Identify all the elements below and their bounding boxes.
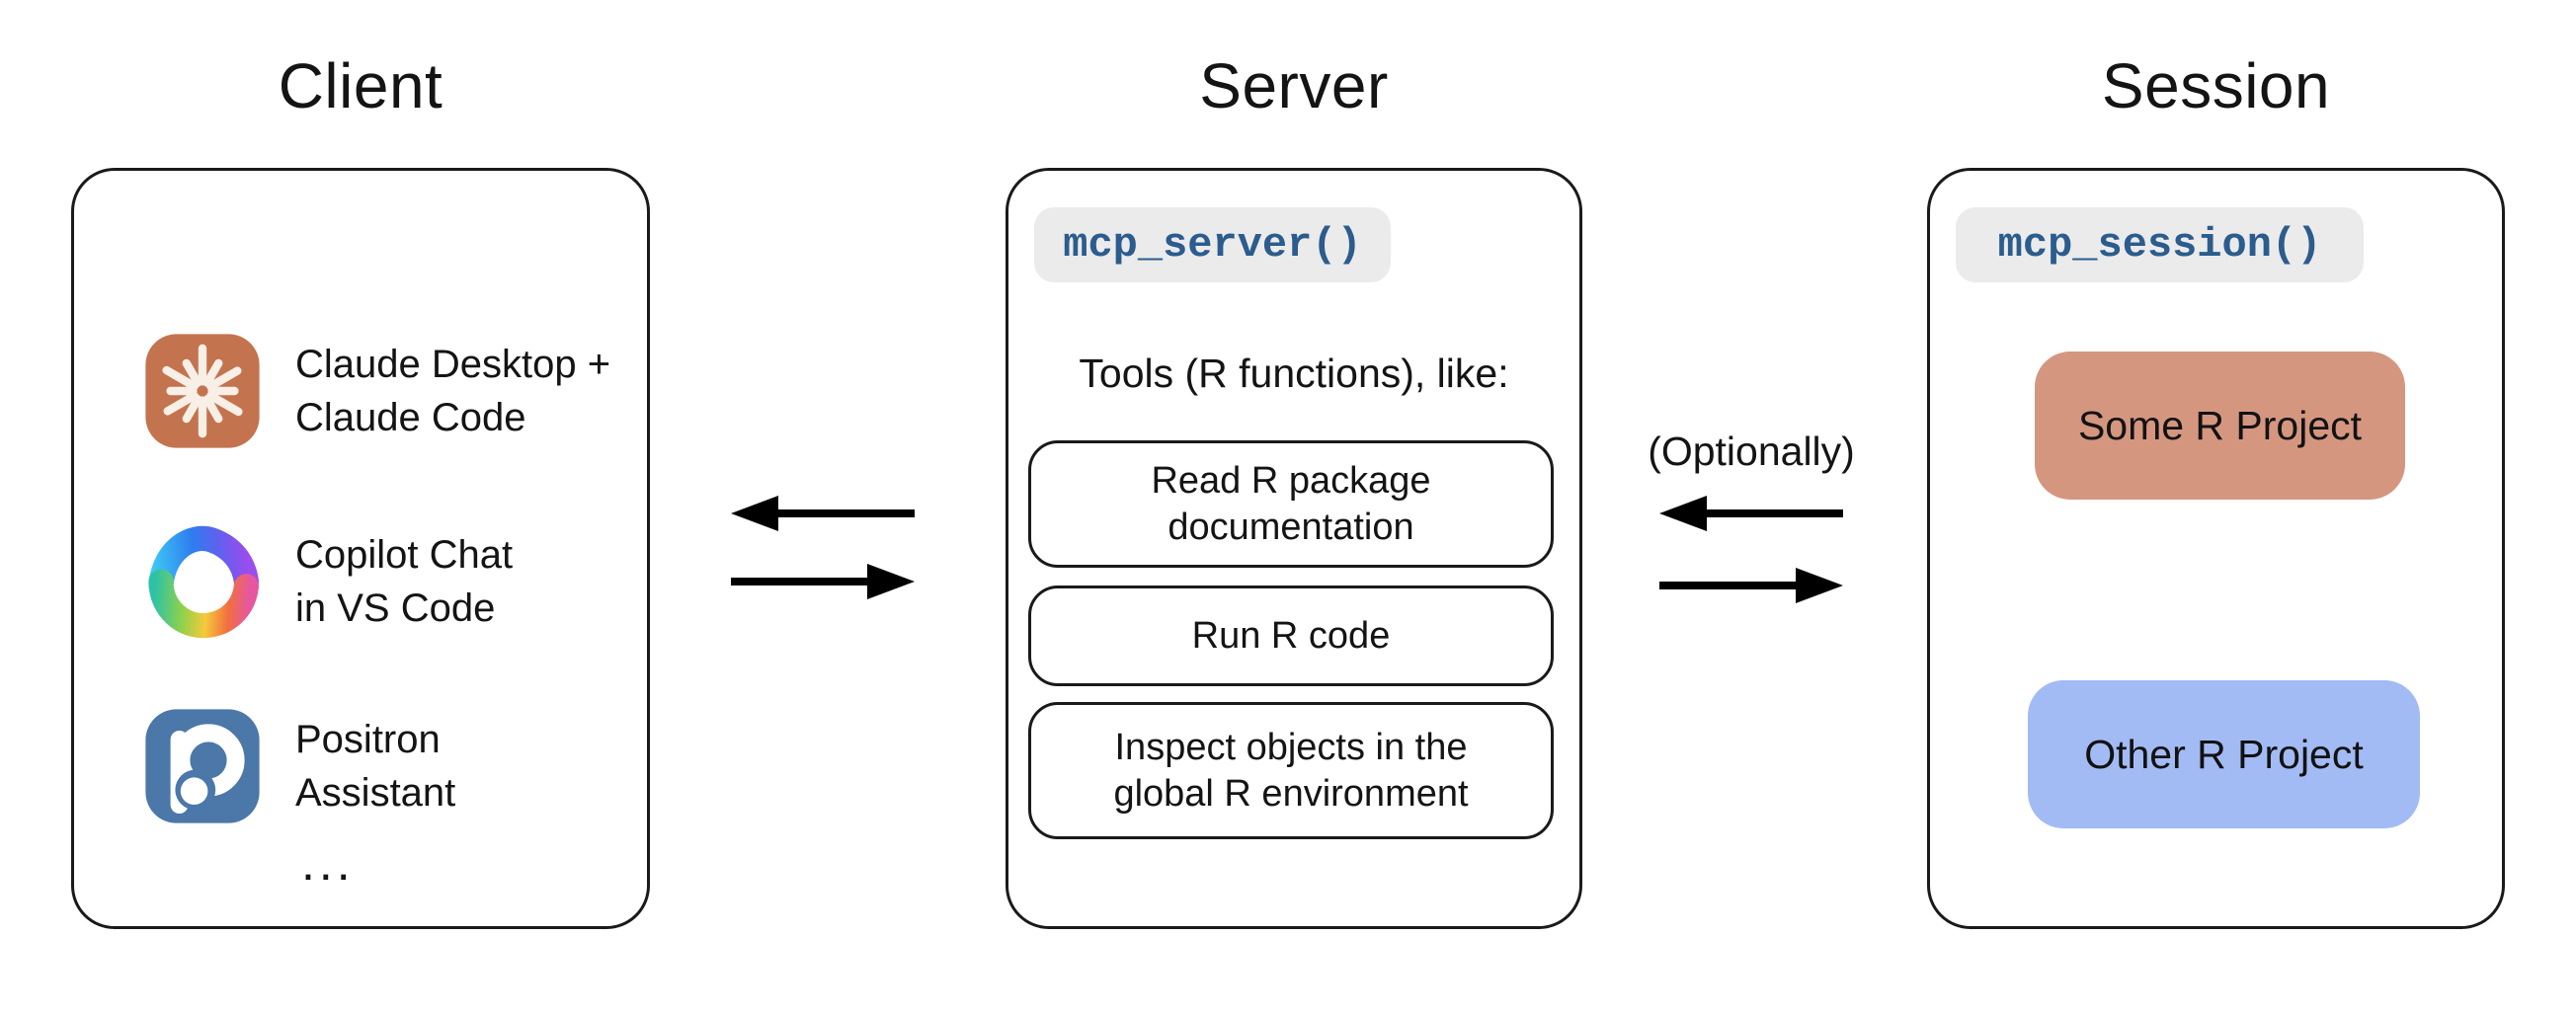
- server-column-title: Server: [1199, 50, 1389, 121]
- tool-box-inspect-objects: Inspect objects in the global R environm…: [1028, 702, 1554, 839]
- other-r-project-box: Other R Project: [2028, 680, 2420, 828]
- tool-line: Run R code: [1191, 614, 1391, 657]
- label-line: Claude Desktop +: [295, 343, 611, 386]
- tool-line: Inspect objects in the: [1114, 726, 1468, 768]
- client-item-claude: Claude Desktop + Claude Code: [143, 332, 610, 450]
- tool-box-read-docs: Read R package documentation: [1028, 440, 1554, 568]
- label-line: Positron: [295, 718, 441, 761]
- server-panel: mcp_server() Tools (R functions), like: …: [1006, 168, 1582, 929]
- client-item-label: Claude Desktop + Claude Code: [295, 338, 610, 444]
- client-item-positron: Positron Assistant: [143, 707, 455, 825]
- client-more-ellipsis: ...: [301, 835, 355, 891]
- some-r-project-box: Some R Project: [2035, 351, 2405, 500]
- tool-box-run-code: Run R code: [1028, 586, 1554, 686]
- label-line: Copilot Chat: [295, 533, 514, 577]
- server-to-session-arrow: [1659, 568, 1843, 603]
- client-panel: Claude Desktop + Claude Code: [71, 168, 650, 929]
- session-column-title: Session: [2101, 50, 2331, 121]
- server-to-client-arrow: [731, 496, 915, 531]
- session-to-server-arrow: [1659, 496, 1843, 531]
- client-item-label: Positron Assistant: [295, 713, 455, 820]
- tool-line: documentation: [1167, 506, 1414, 548]
- client-to-server-arrow: [731, 564, 915, 599]
- mcp-server-code-chip: mcp_server(): [1034, 207, 1391, 282]
- client-item-label: Copilot Chat in VS Code: [295, 528, 513, 635]
- session-panel: mcp_session() Some R Project Other R Pro…: [1927, 168, 2505, 929]
- optionally-label: (Optionally): [1648, 429, 1855, 474]
- positron-icon: [145, 709, 260, 823]
- claude-icon: [145, 334, 260, 448]
- label-line: Claude Code: [295, 396, 526, 439]
- label-line: in VS Code: [295, 586, 496, 630]
- client-item-copilot: Copilot Chat in VS Code: [143, 522, 513, 641]
- mcp-session-code-chip: mcp_session(): [1956, 207, 2364, 282]
- label-line: Assistant: [295, 771, 456, 815]
- client-column-title: Client: [278, 50, 443, 121]
- tool-line: Read R package: [1151, 459, 1431, 502]
- tool-line: global R environment: [1113, 772, 1469, 815]
- tools-heading: Tools (R functions), like:: [1079, 351, 1509, 396]
- copilot-icon: [148, 525, 259, 639]
